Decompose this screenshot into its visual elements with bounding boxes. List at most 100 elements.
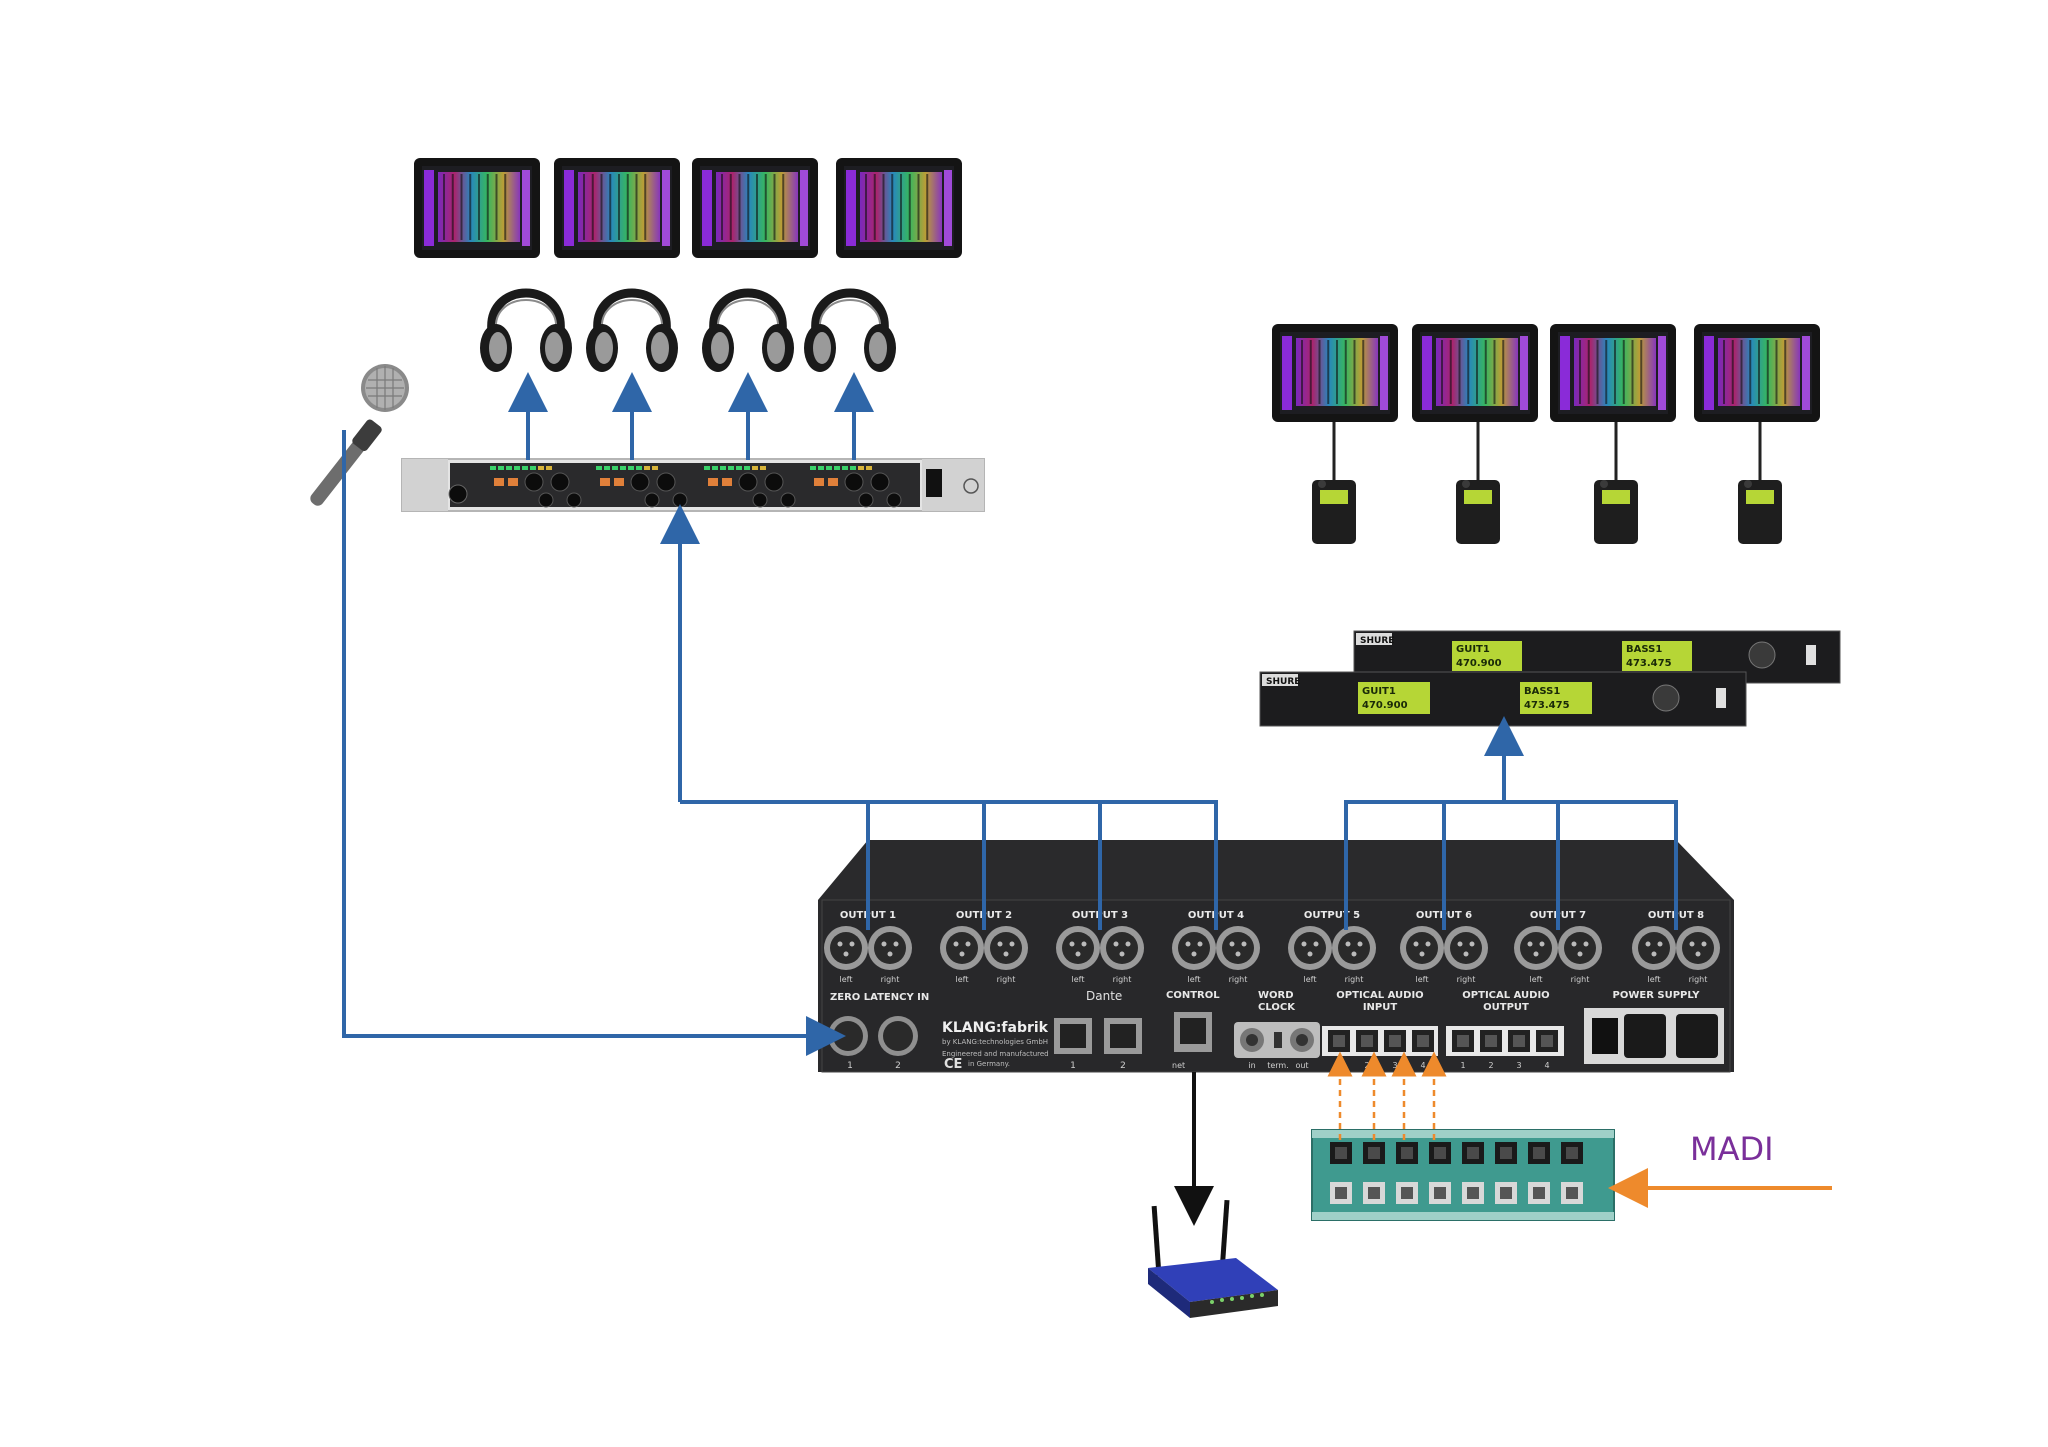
- output-6-left-xlr[interactable]: [1400, 926, 1444, 970]
- klang-brand-sub: by KLANG:technologies GmbH: [942, 1038, 1048, 1046]
- power-supply-label: POWER SUPPLY: [1613, 990, 1701, 1001]
- microphone-icon: [310, 364, 409, 506]
- optical-input-label-1: OPTICAL AUDIO: [1336, 990, 1423, 1001]
- optical-input-port-4[interactable]: [1412, 1030, 1434, 1052]
- optical-output-port-3[interactable]: [1508, 1030, 1530, 1052]
- headphones-icon-1: [480, 288, 572, 372]
- output-4-right-xlr[interactable]: [1216, 926, 1260, 970]
- tablet-top-3: [692, 158, 818, 258]
- tablet-right-3: [1550, 324, 1676, 422]
- optical-input-port-4-label: 4: [1420, 1061, 1425, 1070]
- amp-channel-3: [704, 466, 796, 508]
- dante-port-2-label: 2: [1120, 1061, 1126, 1071]
- bodypack-receivers-group: [1312, 422, 1782, 544]
- output-5-left-xlr[interactable]: [1288, 926, 1332, 970]
- output-8-left-label: left: [1648, 975, 1661, 984]
- word-clock-label-2: CLOCK: [1258, 1002, 1296, 1013]
- optical-output-port-4-label: 4: [1544, 1061, 1549, 1070]
- amp-input-jack[interactable]: [448, 484, 468, 504]
- optical-input-label-2: INPUT: [1363, 1002, 1398, 1013]
- power-switch[interactable]: [1592, 1018, 1618, 1054]
- output-3-left-xlr[interactable]: [1056, 926, 1100, 970]
- control-label: CONTROL: [1166, 990, 1220, 1001]
- output-4-left-label: left: [1188, 975, 1201, 984]
- amp-channel-1: [490, 466, 582, 508]
- output-5-label: OUTPUT 5: [1304, 910, 1360, 921]
- word-clock-in-label: in: [1248, 1061, 1255, 1070]
- tablets-group-top: [414, 158, 962, 258]
- outputs-5-8-bus: [1344, 800, 1678, 930]
- optical-output-port-1[interactable]: [1452, 1030, 1474, 1052]
- iem-rear-channel-a-freq: 470.900: [1456, 658, 1502, 669]
- tablet-right-4: [1694, 324, 1820, 422]
- tablet-top-2: [554, 158, 680, 258]
- dante-port-1-label: 1: [1070, 1061, 1076, 1071]
- output-2-right-xlr[interactable]: [984, 926, 1028, 970]
- output-2-left-xlr[interactable]: [940, 926, 984, 970]
- ce-mark: CE: [944, 1057, 962, 1072]
- headphones-group: [480, 288, 896, 372]
- dante-port-2[interactable]: [1104, 1018, 1142, 1054]
- made-in-line-1: Engineered and manufactured: [942, 1050, 1049, 1058]
- madi-converter-board: [1311, 1129, 1615, 1221]
- dante-port-1[interactable]: [1054, 1018, 1092, 1054]
- zero-latency-input-1[interactable]: [828, 1016, 868, 1056]
- word-clock-in-port[interactable]: [1240, 1028, 1264, 1052]
- output-6-right-xlr[interactable]: [1444, 926, 1488, 970]
- output-1-left-xlr[interactable]: [824, 926, 868, 970]
- connection-lines: [342, 372, 1832, 1226]
- bodypack-receiver-4: [1738, 422, 1782, 544]
- wifi-router-icon: [1148, 1199, 1278, 1318]
- output-5-right-xlr[interactable]: [1332, 926, 1376, 970]
- zero-latency-port-2: 2: [895, 1061, 901, 1071]
- output-1-right-xlr[interactable]: [868, 926, 912, 970]
- output-4-right-label: right: [1229, 975, 1248, 984]
- word-clock-out-port[interactable]: [1290, 1028, 1314, 1052]
- output-7-left-label: left: [1530, 975, 1543, 984]
- word-clock-term-switch[interactable]: [1274, 1032, 1282, 1048]
- output-7-right-xlr[interactable]: [1558, 926, 1602, 970]
- output-2-left-label: left: [956, 975, 969, 984]
- zero-latency-label: ZERO LATENCY IN: [830, 992, 929, 1003]
- iem-rear-channel-b-name: BASS1: [1626, 644, 1662, 655]
- output-4-left-xlr[interactable]: [1172, 926, 1216, 970]
- optical-output-port-2-label: 2: [1488, 1061, 1493, 1070]
- optical-input-port-2-label: 2: [1364, 1061, 1369, 1070]
- output-5-left-label: left: [1304, 975, 1317, 984]
- power-inlet-1[interactable]: [1624, 1014, 1666, 1058]
- shure-logo-rear: SHURE: [1360, 636, 1394, 646]
- headphones-icon-2: [586, 288, 678, 372]
- zero-latency-input-2[interactable]: [878, 1016, 918, 1056]
- madi-label: MADI: [1690, 1130, 1774, 1168]
- optical-input-port-3[interactable]: [1384, 1030, 1406, 1052]
- output-3-right-label: right: [1113, 975, 1132, 984]
- optical-input-port-1[interactable]: [1328, 1030, 1350, 1052]
- output-1-left-label: left: [840, 975, 853, 984]
- output-7-right-label: right: [1571, 975, 1590, 984]
- output-8-left-xlr[interactable]: [1632, 926, 1676, 970]
- word-clock-label-1: WORD: [1258, 990, 1294, 1001]
- word-clock-term-label: term.: [1267, 1061, 1289, 1070]
- output-3-right-xlr[interactable]: [1100, 926, 1144, 970]
- optical-output-port-4[interactable]: [1536, 1030, 1558, 1052]
- word-clock-out-label: out: [1295, 1061, 1308, 1070]
- tablet-top-4: [836, 158, 962, 258]
- control-ethernet-port[interactable]: [1174, 1012, 1212, 1052]
- tablets-group-right: [1272, 324, 1820, 422]
- optical-output-port-1-label: 1: [1460, 1061, 1465, 1070]
- headphones-icon-4: [804, 288, 896, 372]
- amp-channel-4: [810, 466, 902, 508]
- output-7-left-xlr[interactable]: [1514, 926, 1558, 970]
- optical-output-port-2[interactable]: [1480, 1030, 1502, 1052]
- optical-input-port-2[interactable]: [1356, 1030, 1378, 1052]
- output-2-right-label: right: [997, 975, 1016, 984]
- iem-rear-channel-a-name: GUIT1: [1456, 644, 1490, 655]
- output-8-right-xlr[interactable]: [1676, 926, 1720, 970]
- power-inlet-2[interactable]: [1676, 1014, 1718, 1058]
